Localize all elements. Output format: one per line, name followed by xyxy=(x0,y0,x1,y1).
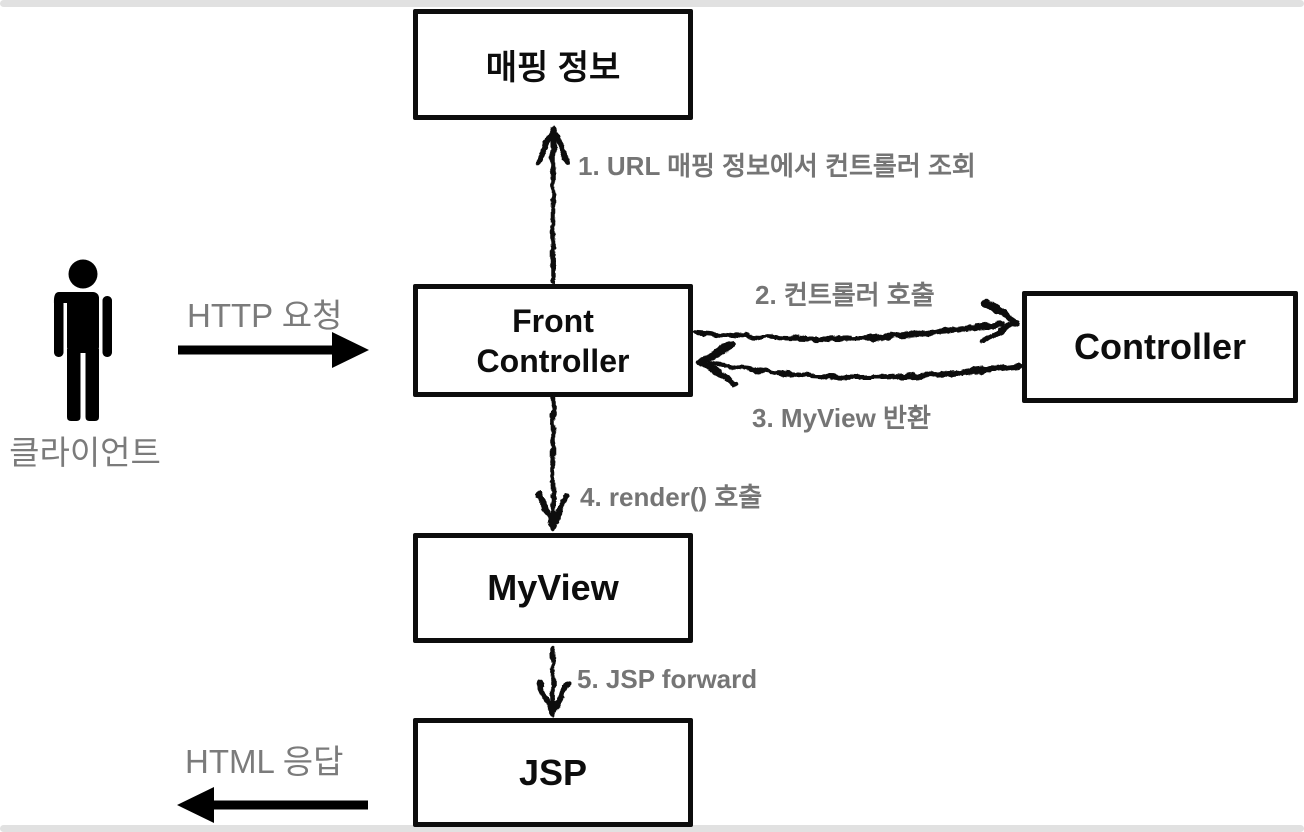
frame-bottom-border xyxy=(0,825,1304,832)
client-actor xyxy=(49,259,117,423)
step1-arrow-icon xyxy=(536,125,570,285)
person-icon xyxy=(53,259,112,421)
edge-label-html-response: HTML 응답 xyxy=(185,743,344,780)
node-myview-label: MyView xyxy=(487,567,619,608)
node-jsp-label: JSP xyxy=(518,751,588,793)
html-response-arrow-icon xyxy=(177,787,368,823)
step3-arrow-icon xyxy=(696,340,1023,387)
frame-top-border xyxy=(0,0,1304,7)
edge-label-http-request: HTTP 요청 xyxy=(187,297,343,334)
edge-label-step4: 4. render() 호출 xyxy=(580,482,763,512)
http-request-arrow-icon xyxy=(178,332,369,368)
node-front-controller: Front Controller xyxy=(413,284,693,397)
edge-label-step2: 2. 컨트롤러 호출 xyxy=(755,280,935,310)
node-front-controller-label: Front Controller xyxy=(476,302,630,379)
edge-label-step1: 1. URL 매핑 정보에서 컨트롤러 조회 xyxy=(578,151,976,181)
edge-label-step5: 5. JSP forward xyxy=(577,664,758,694)
edge-label-step3: 3. MyView 반환 xyxy=(752,403,931,433)
step4-arrow-icon xyxy=(536,397,570,530)
node-mapping-info-label: 매핑 정보 xyxy=(485,49,621,87)
node-myview: MyView xyxy=(413,533,693,643)
node-controller-label: Controller xyxy=(1073,326,1246,367)
node-mapping-info: 매핑 정보 xyxy=(413,9,693,120)
step5-arrow-icon xyxy=(536,645,570,717)
node-controller: Controller xyxy=(1022,291,1298,403)
client-label: 클라이언트 xyxy=(9,434,161,471)
node-jsp: JSP xyxy=(413,718,693,827)
